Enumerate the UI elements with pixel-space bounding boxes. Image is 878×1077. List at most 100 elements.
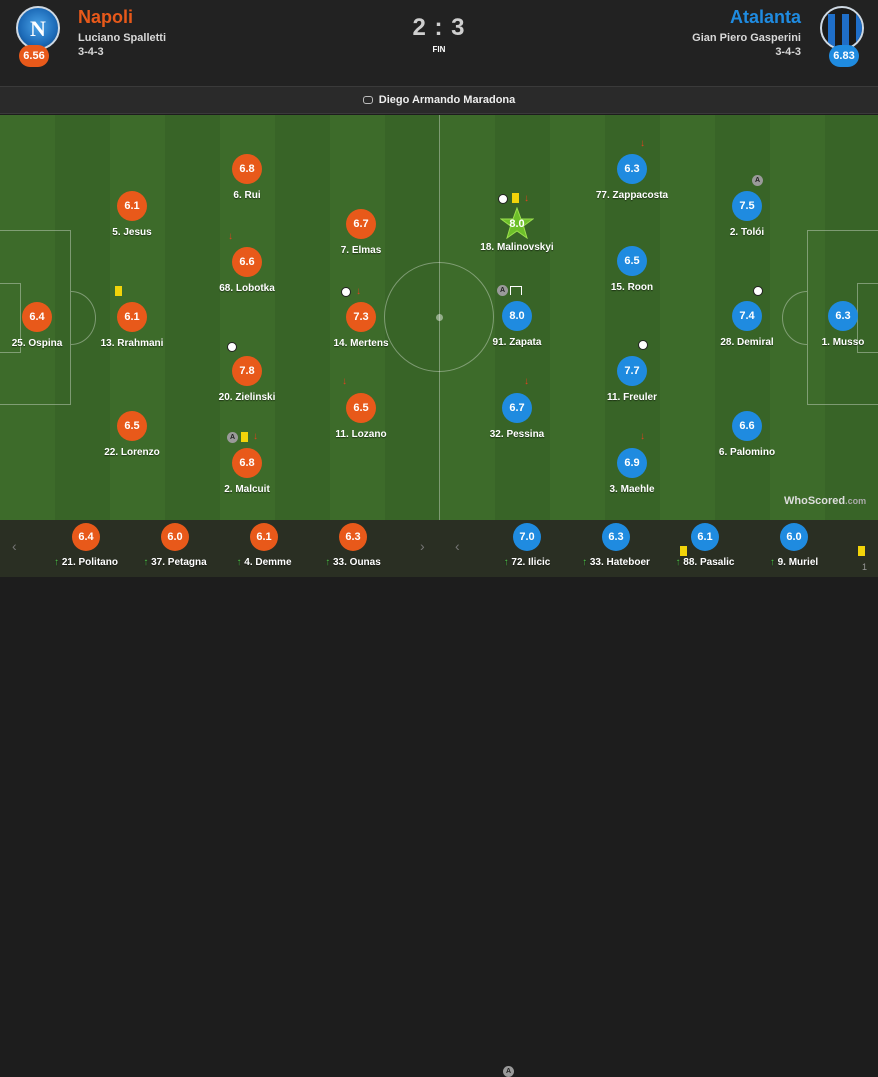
player-rating: 7.0 <box>513 523 541 551</box>
player-malinovskyi[interactable]: 8.0 18. Malinovskyi <box>457 207 577 253</box>
player-rating: 6.4 <box>22 302 52 332</box>
player-name: 20. Zielinski <box>218 392 276 403</box>
player-rating: 7.5 <box>732 191 762 221</box>
subbed-on-icon: ↑ <box>675 557 681 568</box>
subbed-on-icon: ↑ <box>54 557 60 568</box>
player-rating: 6.9 <box>617 448 647 478</box>
sub-muriel[interactable]: 6.0 ↑ 9. Muriel <box>739 523 849 568</box>
sub-petagna[interactable]: 6.0 ↑ 37. Petagna <box>120 523 230 568</box>
player-name: 28. Demiral <box>720 337 774 348</box>
player-rating: 6.0 <box>161 523 189 551</box>
player-name: 14. Mertens <box>333 338 389 349</box>
player-rating: 6.7 <box>346 209 376 239</box>
player-rating: 6.1 <box>117 191 147 221</box>
player-jesus[interactable]: 6.1 5. Jesus <box>72 191 192 238</box>
sub-ounas[interactable]: 6.3 ↑ 33. Ounas <box>298 523 408 568</box>
player-toloi[interactable]: 7.5 2. Tolói <box>687 191 807 238</box>
player-name: ↑ 9. Muriel <box>769 557 819 568</box>
napoli-crest-icon: N <box>16 6 60 50</box>
home-penalty-box <box>0 230 71 405</box>
subbed-on-icon: ↑ <box>503 557 509 568</box>
home-team-name[interactable]: Napoli <box>78 7 134 27</box>
assist-icon: A <box>227 432 238 443</box>
player-freuler[interactable]: 7.7 11. Freuler <box>572 356 692 403</box>
chevron-left-icon[interactable]: ‹ <box>12 538 17 554</box>
player-name: 3. Maehle <box>609 484 655 495</box>
venue-bar: Diego Armando Maradona <box>0 86 878 114</box>
player-name: ↑ 33. Ounas <box>325 557 381 568</box>
player-name: 2. Malcuit <box>224 484 270 495</box>
player-rating: 6.5 <box>117 411 147 441</box>
match-header: N 6.56 Napoli Luciano Spalletti 3-4-3 2 … <box>0 0 878 86</box>
player-rrahmani[interactable]: 6.1 13. Rrahmani <box>72 302 192 349</box>
player-rating: 6.6 <box>232 247 262 277</box>
player-lozano[interactable]: 6.5 11. Lozano <box>301 393 421 440</box>
sub-demme[interactable]: 6.1 ↑ 4. Demme <box>209 523 319 568</box>
yellow-card-icon <box>680 546 687 556</box>
assist-icon: A <box>752 175 763 186</box>
player-mertens[interactable]: 7.3 14. Mertens <box>301 302 421 349</box>
player-musso[interactable]: 6.3 1. Musso <box>783 301 878 348</box>
player-name: 68. Lobotka <box>219 283 275 294</box>
goal-ball-icon <box>638 340 648 350</box>
player-lobotka[interactable]: 6.6 68. Lobotka <box>187 247 307 294</box>
assist-icon: A <box>497 285 508 296</box>
chevron-left-icon[interactable]: ‹ <box>455 538 460 554</box>
player-name: ↑ 88. Pasalic <box>675 557 735 568</box>
yellow-card-icon <box>241 432 248 442</box>
player-name: 6. Rui <box>233 190 261 201</box>
player-rating: 6.1 <box>250 523 278 551</box>
player-zappacosta[interactable]: 6.3 77. Zappacosta <box>572 154 692 201</box>
player-rating: 6.5 <box>346 393 376 423</box>
player-name: 91. Zapata <box>492 337 542 348</box>
player-roon[interactable]: 6.5 15. Roon <box>572 246 692 293</box>
sub-hateboer[interactable]: 6.3 ↑ 33. Hateboer <box>561 523 671 568</box>
player-name: 2. Tolói <box>729 227 765 238</box>
subbed-off-icon: ↓ <box>342 376 347 387</box>
player-lorenzo[interactable]: 6.5 22. Lorenzo <box>72 411 192 458</box>
yellow-card-icon <box>512 193 519 203</box>
subbed-off-icon: ↓ <box>524 193 529 204</box>
player-zapata[interactable]: 8.0 91. Zapata <box>457 301 577 348</box>
player-name: ↑ 33. Hateboer <box>582 557 650 568</box>
subbed-on-icon: ↑ <box>325 557 331 568</box>
sub-pasalic[interactable]: 6.1 ↑ 88. Pasalic <box>650 523 760 568</box>
player-ospina[interactable]: 6.4 25. Ospina <box>0 302 97 349</box>
player-name: ↑ 37. Petagna <box>143 557 207 568</box>
player-name: 5. Jesus <box>112 227 152 238</box>
player-rating: 7.3 <box>346 302 376 332</box>
away-formation: 3-4-3 <box>775 46 801 58</box>
player-demiral[interactable]: 7.4 28. Demiral <box>687 301 807 348</box>
player-rui[interactable]: 6.8 6. Rui <box>187 154 307 201</box>
sub-ilicic[interactable]: 7.0 ↑ 72. Ilicic <box>472 523 582 568</box>
player-pessina[interactable]: 6.7 32. Pessina <box>457 393 577 440</box>
player-elmas[interactable]: 6.7 7. Elmas <box>301 209 421 256</box>
assist-icon: A <box>503 1066 514 1077</box>
player-maehle[interactable]: 6.9 3. Maehle <box>572 448 692 495</box>
player-name: ↑ 21. Politano <box>54 557 118 568</box>
home-goal-box <box>0 283 21 353</box>
player-name: 77. Zappacosta <box>595 190 669 201</box>
player-name: 15. Roon <box>610 282 654 293</box>
away-team-rating: 6.83 <box>829 45 859 67</box>
match-score: 2 : 3 <box>412 14 466 41</box>
player-rating: 6.3 <box>617 154 647 184</box>
player-palomino[interactable]: 6.6 6. Palomino <box>687 411 807 458</box>
player-zielinski[interactable]: 7.8 20. Zielinski <box>187 356 307 403</box>
sub-politano[interactable]: 6.4 ↑ 21. Politano <box>31 523 141 568</box>
subbed-off-icon: ↓ <box>524 376 529 387</box>
player-rating: 6.3 <box>339 523 367 551</box>
player-rating: 7.8 <box>232 356 262 386</box>
player-name: 11. Freuler <box>606 392 658 403</box>
player-rating: 6.1 <box>117 302 147 332</box>
yellow-card-icon <box>115 286 122 296</box>
player-name: 6. Palomino <box>718 447 776 458</box>
player-name: 7. Elmas <box>340 245 382 256</box>
subbed-on-icon: ↑ <box>582 557 588 568</box>
away-team-name[interactable]: Atalanta <box>729 7 801 27</box>
chevron-right-icon[interactable]: › <box>420 538 425 554</box>
player-malcuit[interactable]: 6.8 2. Malcuit <box>187 448 307 495</box>
player-rating: 6.8 <box>232 154 262 184</box>
subbed-off-icon: ↓ <box>253 431 258 442</box>
goal-ball-icon <box>498 194 508 204</box>
